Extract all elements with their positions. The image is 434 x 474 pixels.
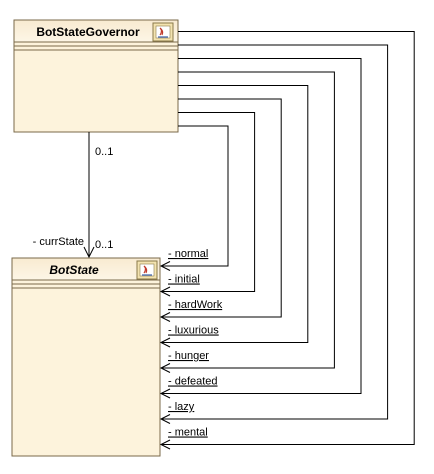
association-line	[161, 71, 335, 369]
association-line	[161, 44, 389, 420]
multiplicity-label: 0..1	[95, 146, 113, 158]
state-association[interactable]: - luxurious	[159, 85, 309, 348]
association-arrowhead	[159, 388, 171, 399]
association-line	[161, 112, 256, 292]
role-label: - initial	[168, 274, 200, 286]
class-header	[11, 257, 161, 281]
association-arrowhead	[159, 337, 171, 348]
association-arrowhead	[159, 439, 171, 450]
association-arrowhead	[159, 363, 171, 373]
class-box	[11, 257, 161, 457]
state-association[interactable]: - defeated	[159, 58, 362, 399]
association-line	[161, 85, 309, 343]
state-association[interactable]: - normal	[159, 125, 229, 271]
association-arrowhead	[159, 312, 171, 322]
association-line	[161, 125, 229, 267]
java-class-icon	[136, 260, 158, 280]
role-label: - hunger	[168, 350, 209, 362]
state-association[interactable]: - hardWork	[159, 98, 282, 322]
class-name: BotState	[49, 263, 99, 277]
association-line	[161, 98, 282, 318]
state-associations: - normal - initial - hardWork - luxurious - …	[159, 31, 415, 450]
class-name: BotStateGovernor	[36, 25, 140, 39]
role-label: - defeated	[168, 376, 218, 388]
role-label: - mental	[168, 427, 208, 439]
association-arrowhead	[83, 246, 95, 259]
class-bot-state[interactable]: BotState	[11, 257, 161, 457]
association-arrowhead	[159, 261, 171, 271]
state-association[interactable]: - mental	[159, 31, 415, 450]
role-label: - hardWork	[168, 299, 223, 311]
role-label: - currState	[33, 236, 84, 248]
association-line	[161, 31, 415, 445]
role-label: - lazy	[168, 401, 195, 413]
multiplicity-label: 0..1	[95, 239, 113, 251]
association-line	[161, 58, 362, 394]
state-association[interactable]: - hunger	[159, 71, 335, 373]
association-curr-state[interactable]: 0..1 0..1 - currState	[33, 132, 114, 259]
state-association[interactable]: - lazy	[159, 44, 389, 424]
role-label: - luxurious	[168, 325, 219, 337]
role-label: - normal	[168, 248, 208, 260]
association-arrowhead	[159, 286, 171, 297]
association-arrowhead	[159, 414, 171, 424]
state-association[interactable]: - initial	[159, 112, 256, 297]
class-bot-state-governor[interactable]: BotStateGovernor	[13, 19, 179, 133]
java-class-icon	[152, 22, 174, 42]
